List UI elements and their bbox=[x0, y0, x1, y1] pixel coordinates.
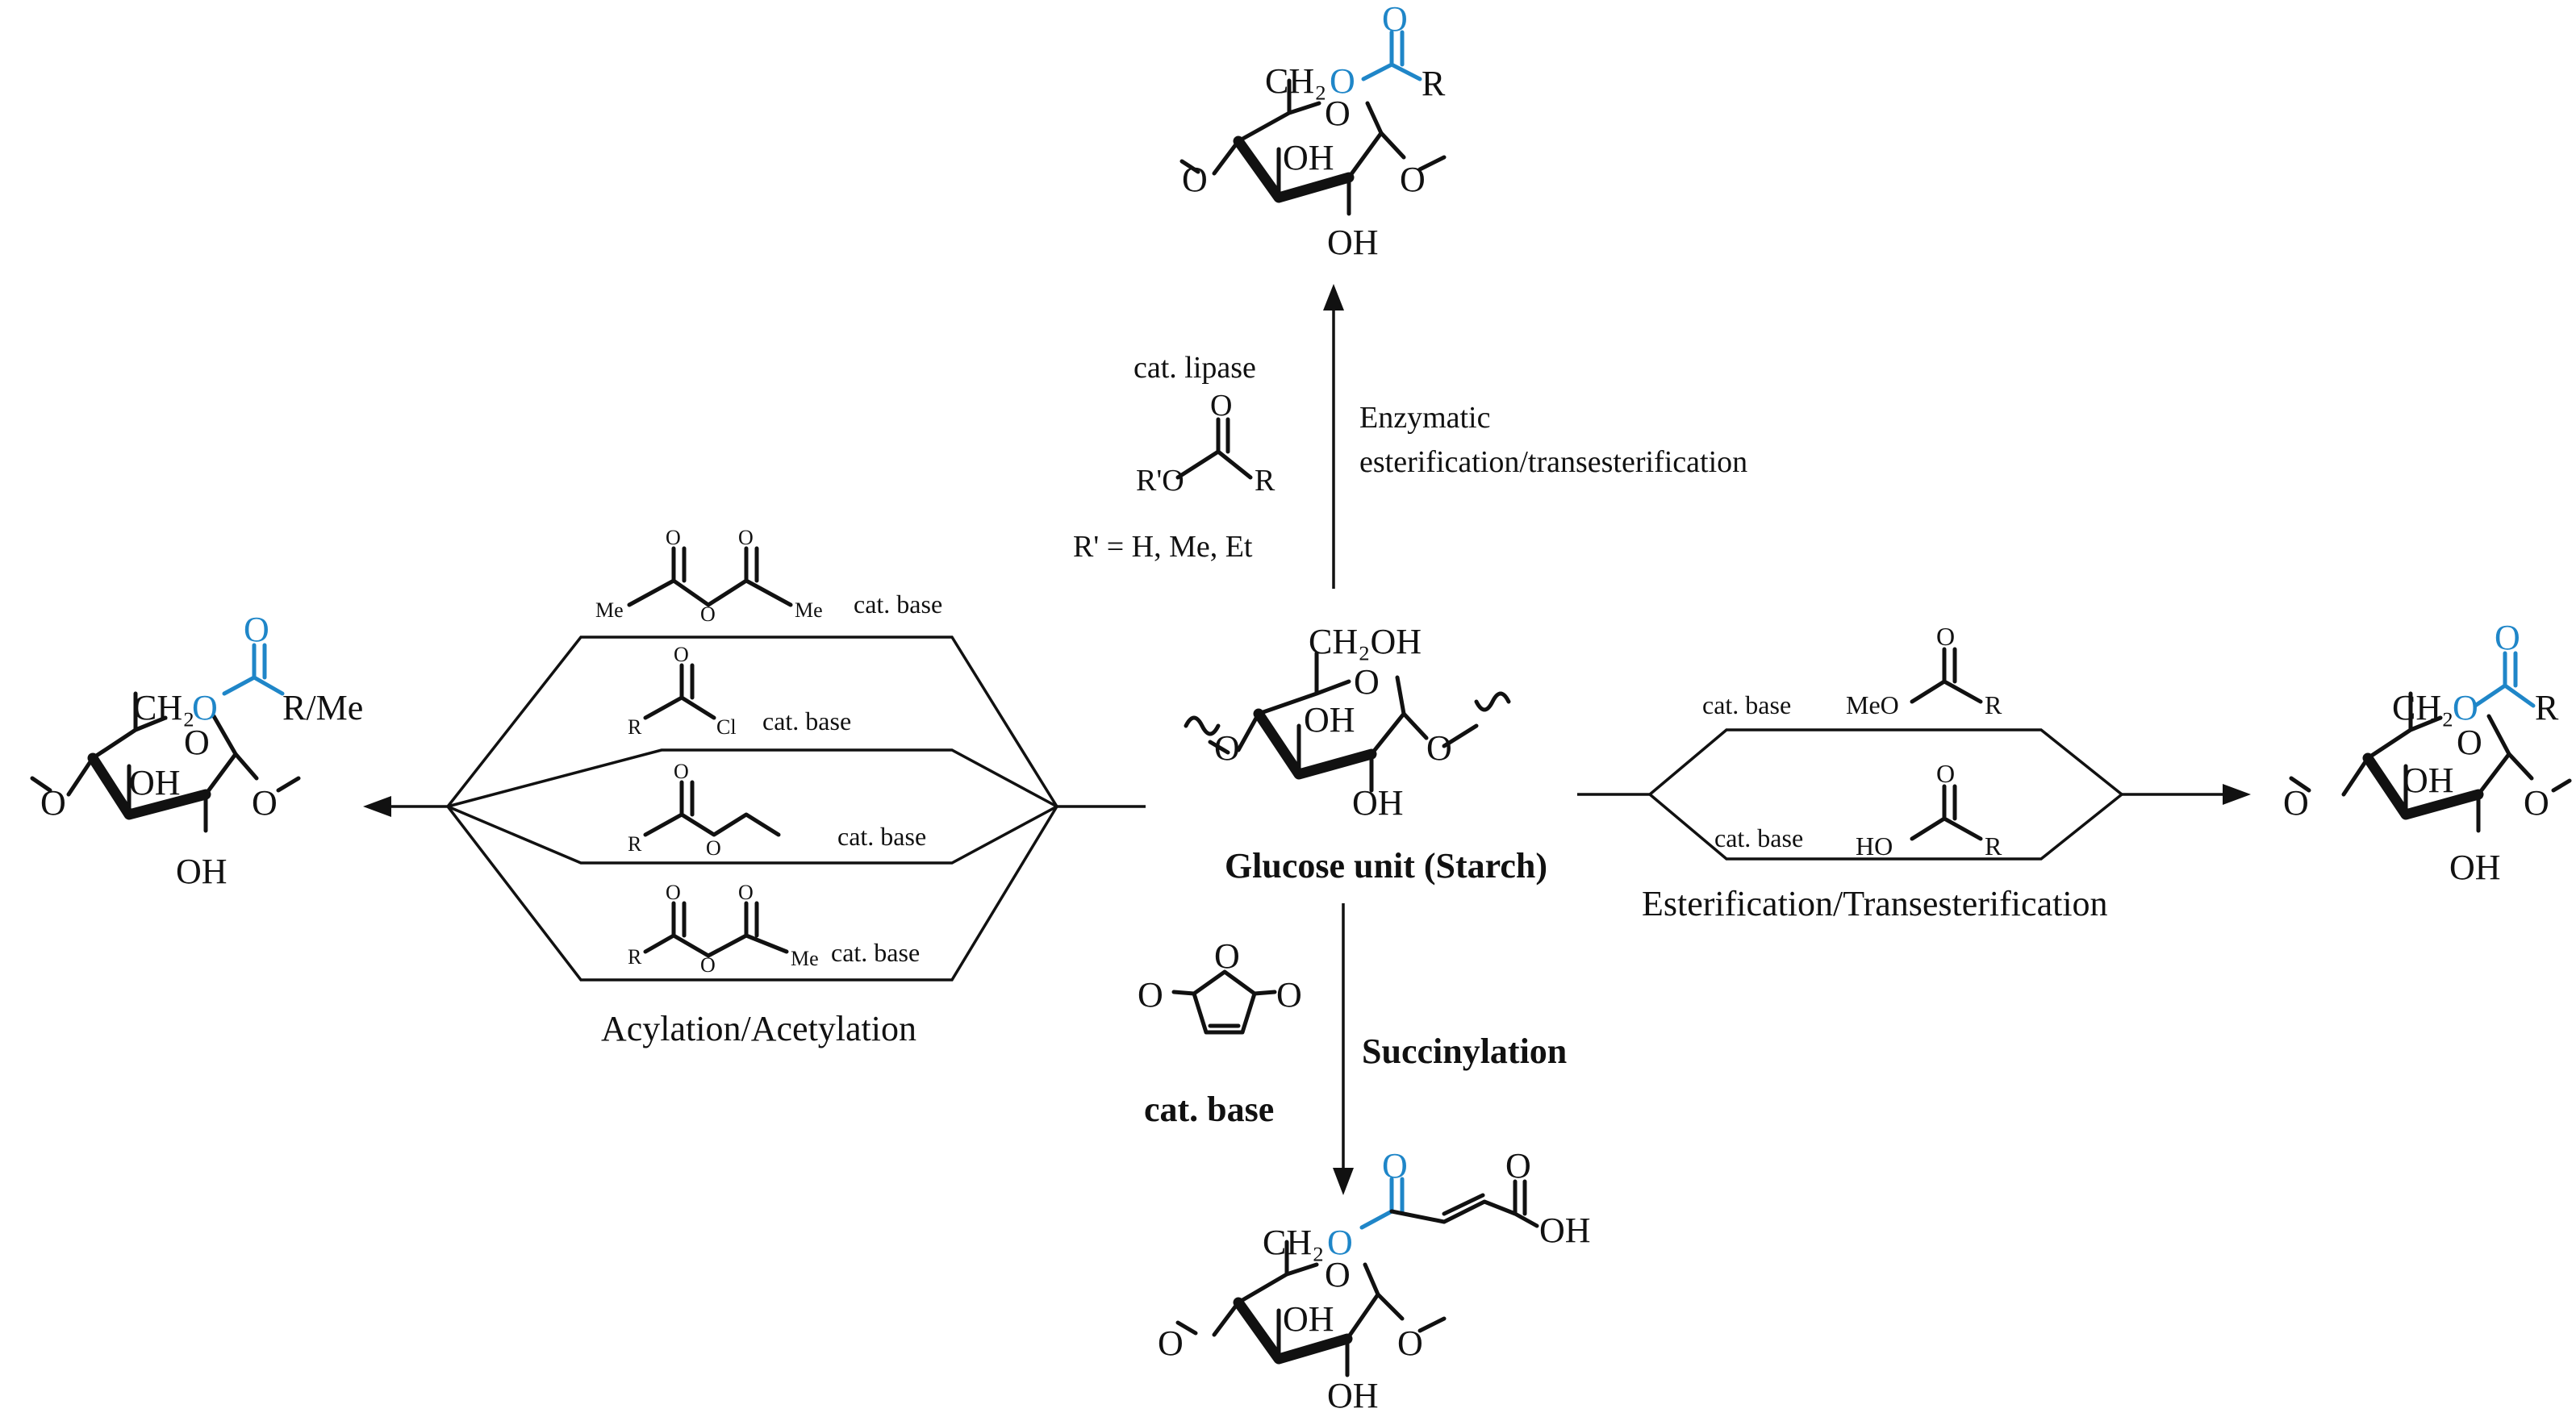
succinylation-product-structure: CH₂ O O O OH O OH OH O O bbox=[1158, 1146, 1591, 1415]
anhydride-oxygen: O bbox=[700, 602, 716, 626]
glycosidic-oxygen-left: O bbox=[1214, 728, 1240, 768]
ch2-label: CH₂ bbox=[1263, 1223, 1324, 1262]
hydroxyl-lower: OH bbox=[1327, 223, 1379, 262]
r-group: R bbox=[2535, 688, 2559, 727]
hydroxyl-upper: OH bbox=[1304, 700, 1355, 740]
me-left: Me bbox=[595, 598, 624, 622]
carbonyl-oxygen: O bbox=[1382, 0, 1408, 39]
succinylation-branch: O O O cat. base Succinylation bbox=[1138, 903, 1567, 1195]
mixed-me: Me bbox=[791, 947, 819, 970]
anhydride-o-left: O bbox=[1138, 975, 1163, 1015]
cat-base-4: cat. base bbox=[831, 938, 920, 967]
hydroxyl-upper: OH bbox=[2403, 761, 2454, 800]
glycosidic-oxygen-right: O bbox=[1400, 160, 1426, 199]
reagent-r: R bbox=[1255, 464, 1275, 498]
mixed-anhydride-o: O bbox=[700, 953, 716, 977]
ch2-label: CH₂ bbox=[1265, 61, 1326, 101]
vinyl-carbonyl-o: O bbox=[674, 760, 689, 783]
cat-base-r1: cat. base bbox=[1702, 690, 1791, 719]
acylation-product-structure: CH₂ O O R/Me O OH OH O O bbox=[30, 610, 363, 891]
center-caption: Glucose unit (Starch) bbox=[1225, 846, 1547, 886]
glucose-unit-structure: CH₂OH O OH OH O O Glucose unit (Starch) bbox=[1184, 622, 1547, 886]
enzymatic-product-structure: CH₂ O O R O OH OH O O bbox=[1179, 0, 1447, 262]
glycosidic-oxygen-left: O bbox=[1182, 160, 1208, 199]
hydroxyl-lower: OH bbox=[176, 852, 228, 891]
hydroxyl-upper: OH bbox=[1283, 1299, 1334, 1339]
hydroxyl-lower: OH bbox=[2449, 848, 2501, 887]
acid-r: R bbox=[1985, 831, 2002, 861]
succinylation-catalyst: cat. base bbox=[1144, 1090, 1274, 1129]
enzymatic-label: Enzymatic bbox=[1359, 401, 1490, 435]
cat-base-r2: cat. base bbox=[1714, 823, 1803, 852]
acylation-branch: Me O O O Me cat. base R O Cl cat. base R… bbox=[363, 526, 1146, 1048]
cat-base-3: cat. base bbox=[837, 822, 926, 851]
cat-base-1: cat. base bbox=[854, 590, 942, 619]
enzymatic-branch: cat. lipase O R'O R R' = H, Me, Et Enzym… bbox=[1073, 284, 1747, 589]
carbonyl-oxygen: O bbox=[2495, 618, 2520, 657]
methyl-ester-meo: MeO bbox=[1846, 690, 1899, 719]
carbonyl-oxygen-2: O bbox=[738, 526, 754, 549]
ch2-label: CH₂ bbox=[2392, 688, 2453, 727]
ring-oxygen: O bbox=[184, 723, 210, 762]
me-right: Me bbox=[795, 598, 823, 622]
esterification-caption: Esterification/Transesterification bbox=[1642, 884, 2108, 923]
glycosidic-oxygen-right: O bbox=[252, 783, 278, 823]
ring-oxygen: O bbox=[1354, 662, 1380, 702]
glycosidic-oxygen-left: O bbox=[40, 783, 66, 823]
ring-oxygen: O bbox=[1325, 1255, 1351, 1294]
glycosidic-oxygen-left: O bbox=[2283, 783, 2309, 823]
enzymatic-label-2: esterification/transesterification bbox=[1359, 445, 1747, 479]
hydroxyl-lower: OH bbox=[1327, 1376, 1379, 1415]
carboxylic-oh: OH bbox=[1539, 1211, 1591, 1250]
rprime-definition: R' = H, Me, Et bbox=[1073, 530, 1253, 564]
methyl-ester-o: O bbox=[1936, 622, 1955, 651]
succinylation-label: Succinylation bbox=[1362, 1031, 1567, 1071]
esterification-product-structure: CH₂ O O R O OH OH O O bbox=[2283, 618, 2572, 887]
mixed-r: R bbox=[628, 945, 642, 969]
glycosidic-oxygen-right: O bbox=[2524, 783, 2549, 823]
anhydride-ring-o: O bbox=[1214, 936, 1240, 976]
cat-base-2: cat. base bbox=[762, 706, 851, 736]
esterification-branch: cat. base MeO O R cat. base HO O R Ester… bbox=[1577, 622, 2251, 923]
lipase-catalyst: cat. lipase bbox=[1134, 351, 1256, 385]
carbonyl-oxygen-1: O bbox=[666, 526, 681, 549]
ch2-label: CH₂ bbox=[133, 688, 194, 727]
methyl-ester-r: R bbox=[1985, 690, 2002, 719]
mixed-carbonyl-o-2: O bbox=[738, 881, 754, 904]
acyl-carbonyl-o: O bbox=[674, 643, 689, 666]
ring-oxygen: O bbox=[1325, 94, 1351, 133]
ester-oxygen: O bbox=[1330, 61, 1355, 101]
acylation-caption: Acylation/Acetylation bbox=[601, 1009, 916, 1048]
hydroxyl-upper: OH bbox=[129, 763, 181, 802]
acid-carbonyl-oxygen: O bbox=[1505, 1146, 1531, 1186]
r-me-group: R/Me bbox=[282, 688, 363, 727]
mixed-carbonyl-o-1: O bbox=[666, 881, 681, 904]
ring-oxygen: O bbox=[2457, 723, 2482, 762]
glycosidic-oxygen-right: O bbox=[1426, 728, 1452, 768]
r-group: R bbox=[1422, 64, 1446, 103]
glycosidic-oxygen-left: O bbox=[1158, 1323, 1184, 1363]
ester-oxygen: O bbox=[1327, 1223, 1353, 1262]
ester-oxygen: O bbox=[2453, 688, 2478, 727]
reagent-carbonyl-o: O bbox=[1210, 389, 1232, 423]
carbonyl-oxygen: O bbox=[1382, 1146, 1408, 1186]
acid-ho: HO bbox=[1856, 831, 1893, 861]
vinyl-r: R bbox=[628, 832, 642, 856]
vinyl-ester-o: O bbox=[706, 836, 721, 860]
hydroxyl-upper: OH bbox=[1283, 138, 1334, 177]
reagent-rprime-o: R'O bbox=[1136, 464, 1184, 498]
carbonyl-oxygen: O bbox=[244, 610, 269, 649]
glycosidic-oxygen-right: O bbox=[1397, 1323, 1423, 1363]
acid-o: O bbox=[1936, 759, 1955, 788]
chloride: Cl bbox=[716, 715, 737, 739]
ester-oxygen: O bbox=[192, 688, 218, 727]
ch2oh-label: CH₂OH bbox=[1309, 622, 1422, 661]
anhydride-o-right: O bbox=[1276, 975, 1302, 1015]
hydroxyl-lower: OH bbox=[1352, 783, 1404, 823]
acyl-r: R bbox=[628, 715, 642, 739]
